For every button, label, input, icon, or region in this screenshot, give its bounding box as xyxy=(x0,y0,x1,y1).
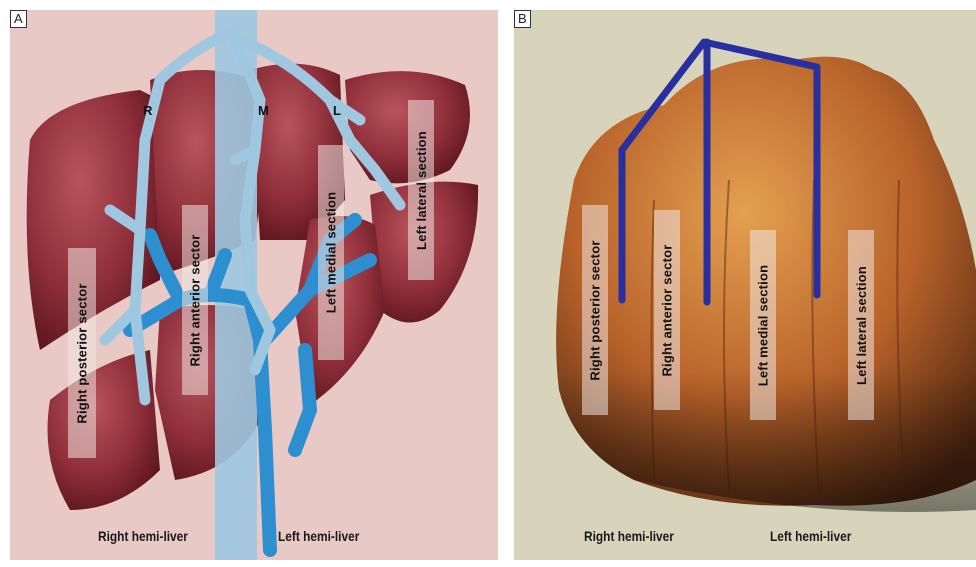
label-right-anterior-sector: Right anterior sector xyxy=(654,210,680,410)
panel-a-letter: A xyxy=(10,10,27,28)
panel-a-liver-diagram: A xyxy=(10,10,498,560)
vessel-label-l: L xyxy=(333,103,341,118)
label-right-hemi-liver: Right hemi-liver xyxy=(584,528,674,544)
label-left-hemi-liver: Left hemi-liver xyxy=(770,528,851,544)
label-right-anterior-sector: Right anterior sector xyxy=(182,205,208,395)
vessel-label-r: R xyxy=(143,103,152,118)
label-left-medial-section: Left medial section xyxy=(750,230,776,420)
label-right-posterior-sector: Right posterior sector xyxy=(582,205,608,415)
label-left-lateral-section: Left lateral section xyxy=(408,100,434,280)
label-left-hemi-liver: Left hemi-liver xyxy=(278,528,359,544)
label-left-lateral-section: Left lateral section xyxy=(848,230,874,420)
panel-b-fist-analogy: B Right posteri xyxy=(514,10,976,560)
label-right-posterior-sector: Right posterior sector xyxy=(68,248,96,458)
panel-b-letter: B xyxy=(514,10,531,28)
vessel-label-m: M xyxy=(258,103,269,118)
label-right-hemi-liver: Right hemi-liver xyxy=(98,528,188,544)
label-left-medial-section: Left medial section xyxy=(318,145,344,360)
